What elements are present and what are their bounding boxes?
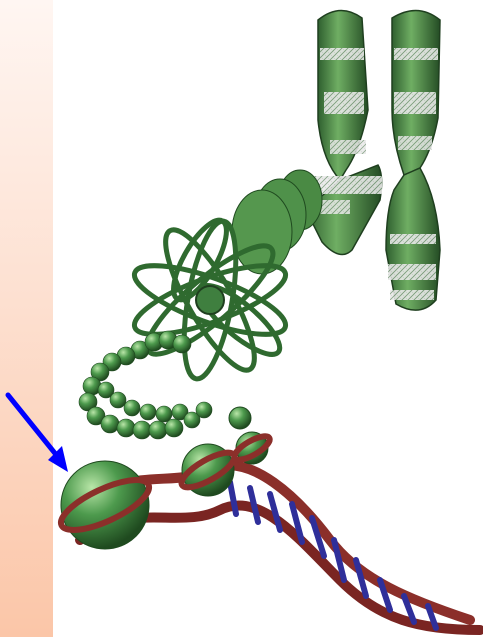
coiled-fiber-cone [232, 170, 322, 274]
pointer-arrow [8, 395, 68, 472]
solenoid-coil [79, 331, 212, 439]
chromosome [306, 10, 440, 310]
